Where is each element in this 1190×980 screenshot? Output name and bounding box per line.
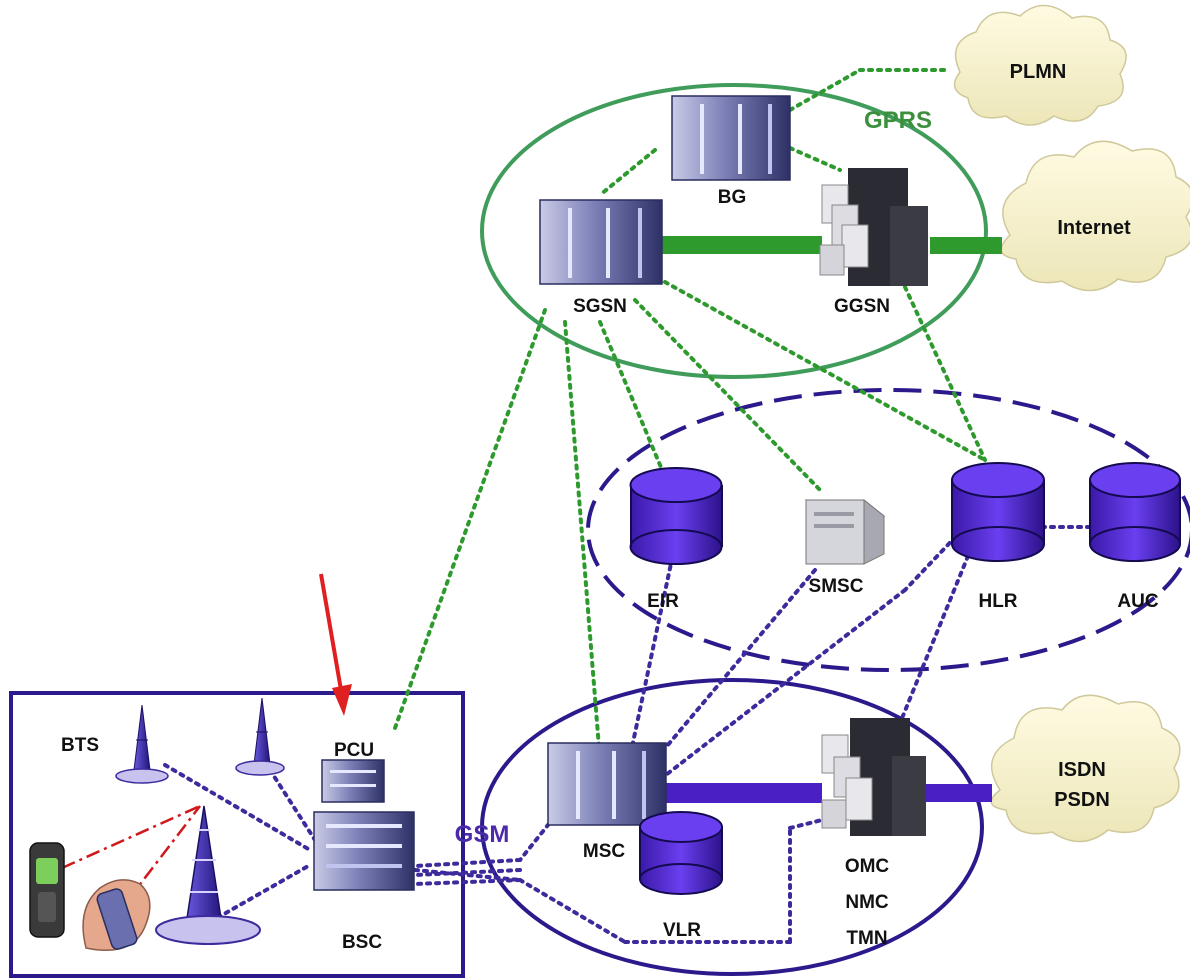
msc-server: MSC — [547, 742, 667, 862]
gprs-signaling-links — [393, 68, 987, 762]
smsc-server: SMSC — [804, 498, 886, 597]
pcu-unit: PCU — [321, 740, 385, 803]
gprs-network-ellipse — [480, 83, 988, 379]
internet-cloud: Internet — [1000, 140, 1190, 292]
bts-label: BTS — [61, 735, 99, 756]
bss-box — [9, 691, 465, 978]
pcu-label: PCU — [334, 740, 374, 761]
psdn-label: PSDN — [1054, 789, 1110, 811]
eir-label: EIR — [647, 591, 679, 612]
gsm-signaling-links — [163, 525, 1092, 944]
msc-label: MSC — [583, 841, 626, 862]
backbone-links — [662, 236, 1002, 803]
vlr-database: VLR — [639, 811, 723, 941]
eir-database: EIR — [629, 467, 723, 612]
bsc-unit: BSC — [313, 811, 415, 953]
sgsn-label: SGSN — [573, 296, 627, 317]
isdn-psdn-cloud: ISDN PSDN — [990, 694, 1181, 843]
mobile-phone-icon — [29, 842, 65, 938]
plmn-label: PLMN — [1010, 61, 1067, 83]
internet-label: Internet — [1057, 217, 1131, 239]
gprs-network-label: GPRS — [864, 107, 932, 134]
ggsn-server: GGSN — [819, 168, 928, 317]
plmn-cloud: PLMN — [953, 4, 1127, 126]
smsc-label: SMSC — [809, 576, 864, 597]
bsc-label: BSC — [342, 932, 382, 953]
nmc-label: NMC — [845, 892, 889, 913]
omc-server: OMC NMC TMN — [821, 718, 926, 949]
omc-label: OMC — [845, 856, 890, 877]
bts-tower-small-right — [235, 697, 285, 776]
gsm-network-label: GSM — [455, 821, 510, 848]
ggsn-label: GGSN — [834, 296, 890, 317]
handset-in-hand-icon — [82, 879, 151, 952]
tmn-label: TMN — [846, 928, 887, 949]
vlr-label: VLR — [663, 920, 701, 941]
sgsn-server: SGSN — [539, 199, 663, 317]
bg-label: BG — [718, 187, 747, 208]
auc-database: AUC — [1089, 462, 1181, 612]
bts-tower-large — [155, 805, 261, 945]
red-arrow-icon — [319, 573, 352, 716]
isdn-label: ISDN — [1058, 759, 1106, 781]
bts-tower-small-left — [115, 704, 169, 784]
bg-server: BG — [671, 95, 791, 208]
auc-label: AUC — [1117, 591, 1158, 612]
gsm-network-ellipse — [480, 678, 984, 976]
hlr-label: HLR — [978, 591, 1017, 612]
hlr-database: HLR — [951, 462, 1045, 612]
